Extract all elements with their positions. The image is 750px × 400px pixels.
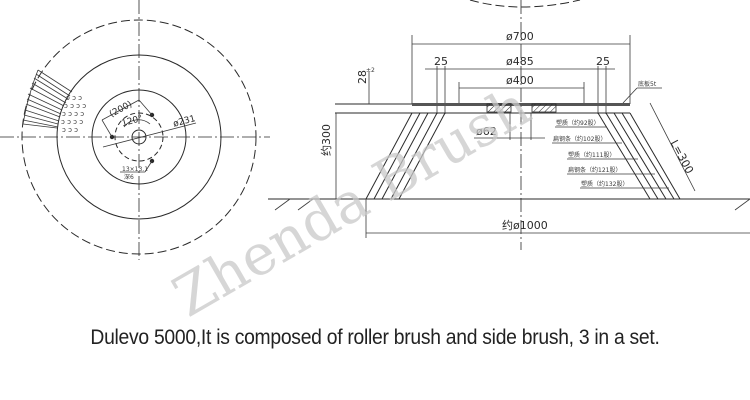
bristle-row-label: 塑质（约132股） (581, 180, 628, 188)
plate-label: 底板5t (638, 80, 657, 88)
bristle-row-label: 塑质（约92股） (556, 119, 600, 127)
svg-text:ↄ ↄ ↄ ↄ: ↄ ↄ ↄ ↄ (61, 118, 83, 126)
chord-dim-line (101, 99, 140, 121)
outer-dashed-circle (21, 19, 257, 255)
middle-circle (56, 54, 222, 220)
svg-text:ↄ ↄ ↄ: ↄ ↄ ↄ (62, 126, 78, 134)
bristle-length: L=300 (667, 138, 696, 176)
hub-hatch-left (486, 103, 512, 113)
dim-400: ø400 (506, 74, 534, 87)
dim-25-left: 25 (434, 55, 448, 68)
dim-485: ø485 (506, 55, 534, 68)
hub-hole-dim: ø62 (476, 125, 497, 138)
svg-text:ↄ ↄ ↄ: ↄ ↄ ↄ (66, 94, 82, 102)
hole-note-top: 13×13.1 (122, 166, 148, 173)
watermark: Zhenda Brush (163, 74, 542, 320)
svg-text:ↄ ↄ ↄ ↄ: ↄ ↄ ↄ ↄ (62, 110, 84, 118)
diameter-dim-line (102, 122, 197, 148)
technical-drawing: ↄ ↄ ↄ ↄ ↄ ↄ ↄ ↄ ↄ ↄ ↄ ↄ ↄ ↄ ↄ ↄ ↄ ↄ (200… (0, 0, 750, 320)
bolt-circle (114, 112, 164, 162)
center-hole (131, 129, 147, 145)
plate-thickness: 28 (356, 70, 369, 84)
bristle-row-label: 扁钢条（约102股） (553, 135, 606, 143)
caption: Dulevo 5000,It is composed of roller bru… (90, 326, 660, 349)
angle-text: 120° (121, 114, 145, 129)
base-plate (412, 103, 630, 106)
bristle-row-label: 塑质（约111股） (568, 151, 615, 159)
angle-arc (123, 119, 151, 128)
inner-circle (91, 89, 187, 185)
partial-arc (469, 0, 581, 8)
top-view: ↄ ↄ ↄ ↄ ↄ ↄ ↄ ↄ ↄ ↄ ↄ ↄ ↄ ↄ ↄ ↄ ↄ ↄ (200… (0, 0, 270, 260)
dim-25-right: 25 (596, 55, 610, 68)
svg-text:ↄ ↄ ↄ ↄ: ↄ ↄ ↄ ↄ (64, 102, 86, 110)
length-dim-line (649, 102, 696, 192)
side-view: ø700 ø485 25 25 ø400 28 ±2 ø62 (268, 30, 750, 238)
hole-note-bottom: 深6 (124, 173, 134, 181)
bristle-row-label: 扁钢条（约121股） (568, 166, 621, 174)
bottom-diameter: 约ø1000 (502, 219, 548, 232)
hub-hatch-right (531, 103, 557, 113)
bristle-row-labels: 塑质（约92股） 扁钢条（约102股） 塑质（约111股） 扁钢条（约121股）… (552, 119, 669, 189)
diameter-text: ø231 (172, 114, 197, 130)
bristle-tufts: ↄ ↄ ↄ ↄ ↄ ↄ ↄ ↄ ↄ ↄ ↄ ↄ ↄ ↄ ↄ ↄ ↄ ↄ (22, 69, 86, 134)
plate-tolerance: ±2 (366, 67, 375, 74)
dim-700: ø700 (506, 30, 534, 43)
height-dim: 约300 (320, 124, 333, 156)
left-bristles (365, 112, 446, 200)
